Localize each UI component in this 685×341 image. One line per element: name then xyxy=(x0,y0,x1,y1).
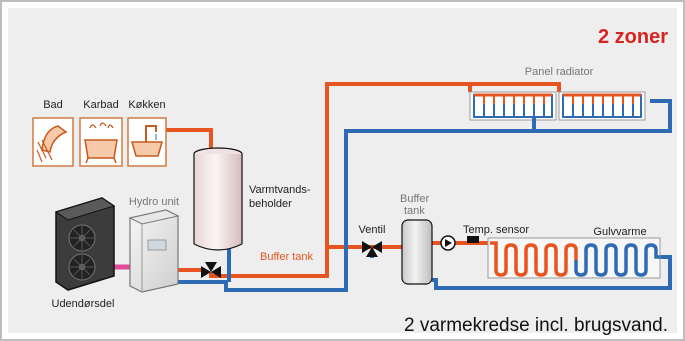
floor-heating: Gulvvarme xyxy=(487,226,661,279)
floor-heating-coil-hot xyxy=(490,241,578,277)
panel-radiator-2 xyxy=(558,91,646,121)
water-heater-tank: Varmtvands- beholder xyxy=(193,147,311,251)
label-valve: Ventil xyxy=(359,224,386,236)
label-buffer-1: Buffer xyxy=(400,193,429,205)
label-panel-radiator: Panel radiator xyxy=(525,66,594,78)
fan-icon xyxy=(68,253,96,281)
floor-heating-coil-cold xyxy=(574,243,660,277)
panel-radiator-1 xyxy=(469,91,557,131)
label-water-heater-2: beholder xyxy=(249,198,292,210)
bathtub-icon xyxy=(79,117,123,167)
buffer-tank: Buffer tank xyxy=(400,193,433,285)
valve-ventil: Ventil xyxy=(359,224,386,257)
panel-radiators: Panel radiator xyxy=(469,66,646,131)
label-bath: Bad xyxy=(43,99,63,111)
temp-sensor-icon xyxy=(467,236,479,243)
hydro-unit: Hydro unit xyxy=(128,196,180,293)
diagram-background xyxy=(8,8,677,333)
circulation-pump-icon xyxy=(440,235,456,251)
hot-pipe-dhw xyxy=(155,128,213,152)
label-outdoor-unit: Udendørsdel xyxy=(52,298,115,310)
diagram-caption: 2 varmekredse incl. brugsvand. xyxy=(404,315,668,336)
diagram-title: 2 zoner xyxy=(598,26,668,48)
three-way-valve-icon xyxy=(201,262,221,278)
outdoor-unit: Udendørsdel xyxy=(52,197,116,310)
dhw-usage-icons: Bad Karbad Køkken xyxy=(32,99,167,167)
label-buffer-2: tank xyxy=(404,205,425,217)
label-temp-sensor: Temp. sensor xyxy=(463,224,529,236)
label-hydro-unit: Hydro unit xyxy=(129,196,179,208)
label-buffer-tank-pipe: Buffer tank xyxy=(260,251,313,263)
label-water-heater-1: Varmtvands- xyxy=(249,184,311,196)
label-kitchen: Køkken xyxy=(128,99,165,111)
fan-icon xyxy=(68,224,96,252)
label-floor-heating: Gulvvarme xyxy=(593,226,646,238)
kitchen-sink-icon xyxy=(127,117,167,167)
label-bathtub: Karbad xyxy=(83,99,118,111)
cold-pipe-floor xyxy=(432,255,672,290)
hot-pipe-radiator-2 xyxy=(470,82,561,92)
shower-icon xyxy=(32,117,74,167)
cold-pipe-main xyxy=(178,99,672,292)
